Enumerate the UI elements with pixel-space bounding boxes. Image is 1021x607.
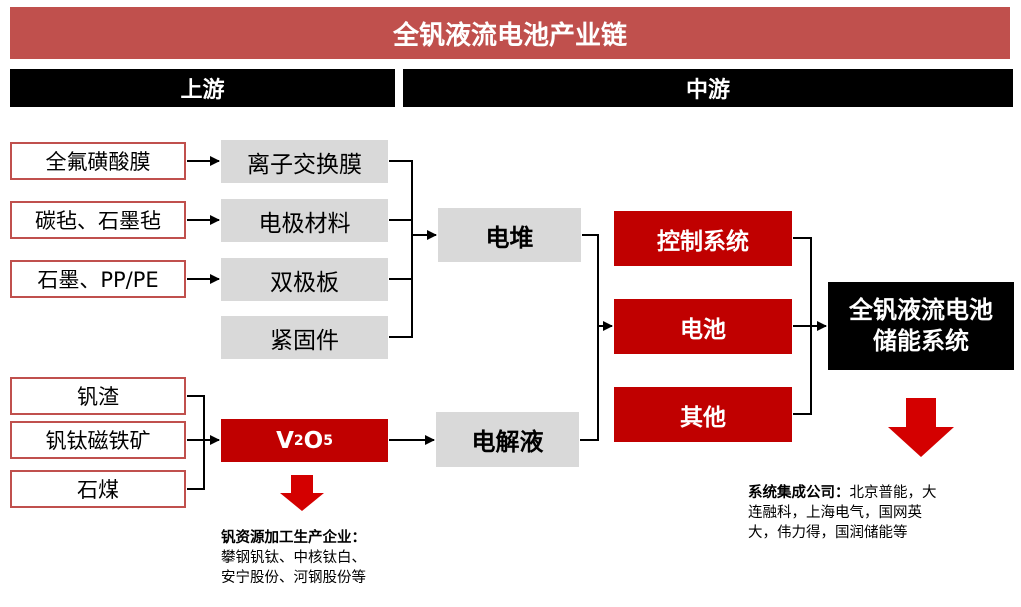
stage-midstream: 中游 — [403, 69, 1013, 107]
subsystem-box: 其他 — [614, 387, 792, 442]
component-box: 双极板 — [221, 258, 388, 301]
v2o5-v: V — [276, 427, 294, 454]
v2o5-sub1: 2 — [293, 432, 304, 449]
electrolyte-box: 电解液 — [436, 412, 579, 467]
integrators-note: 系统集成公司：北京普能，大 连融科，上海电气，国网英 大，伟力得，国润储能等 — [748, 483, 1010, 543]
bracket-components — [389, 160, 413, 338]
raw-material-box: 全氟磺酸膜 — [10, 142, 186, 180]
final-system-box: 全钒液流电池 储能系统 — [828, 282, 1014, 370]
component-box: 电极材料 — [221, 199, 388, 242]
raw-material-box: 钒渣 — [10, 377, 186, 415]
subsystem-box: 控制系统 — [614, 211, 792, 266]
vanadium-note-heading: 钒资源加工生产企业： — [221, 530, 366, 546]
stage-upstream: 上游 — [10, 69, 395, 107]
down-arrow-v2o5 — [280, 475, 324, 511]
v2o5-o: O — [303, 427, 324, 454]
integrator-note-line: 连融科，上海电气，国网英 — [748, 505, 922, 521]
stack-box: 电堆 — [438, 208, 581, 262]
bracket-stack-electrolyte — [580, 234, 599, 441]
raw-material-box: 碳毡、石墨毡 — [10, 201, 186, 239]
vanadium-note-line: 攀钢钒钛、中核钛白、 — [221, 550, 366, 566]
v2o5-sub2: 5 — [323, 432, 333, 449]
integrator-note-heading: 系统集成公司： — [748, 485, 850, 501]
bracket-vanadium — [187, 395, 205, 490]
final-system-line1: 全钒液流电池 — [849, 295, 993, 324]
component-box: 紧固件 — [221, 316, 388, 359]
final-system-line2: 储能系统 — [873, 327, 969, 355]
integrator-note-line: 北京普能，大 — [849, 485, 937, 501]
down-arrow-system — [888, 398, 954, 457]
raw-material-box: 钒钛磁铁矿 — [10, 421, 186, 459]
vanadium-producers-note: 钒资源加工生产企业： 攀钢钒钛、中核钛白、 安宁股份、河钢股份等 — [221, 528, 451, 588]
raw-material-box: 石墨、PP/PE — [10, 260, 186, 298]
integrator-note-line: 大，伟力得，国润储能等 — [748, 525, 908, 541]
subsystem-box: 电池 — [614, 299, 792, 354]
raw-material-box: 石煤 — [10, 470, 186, 508]
vanadium-note-line: 安宁股份、河钢股份等 — [221, 570, 366, 586]
chain-title: 全钒液流电池产业链 — [10, 7, 1010, 59]
component-box: 离子交换膜 — [221, 140, 388, 183]
